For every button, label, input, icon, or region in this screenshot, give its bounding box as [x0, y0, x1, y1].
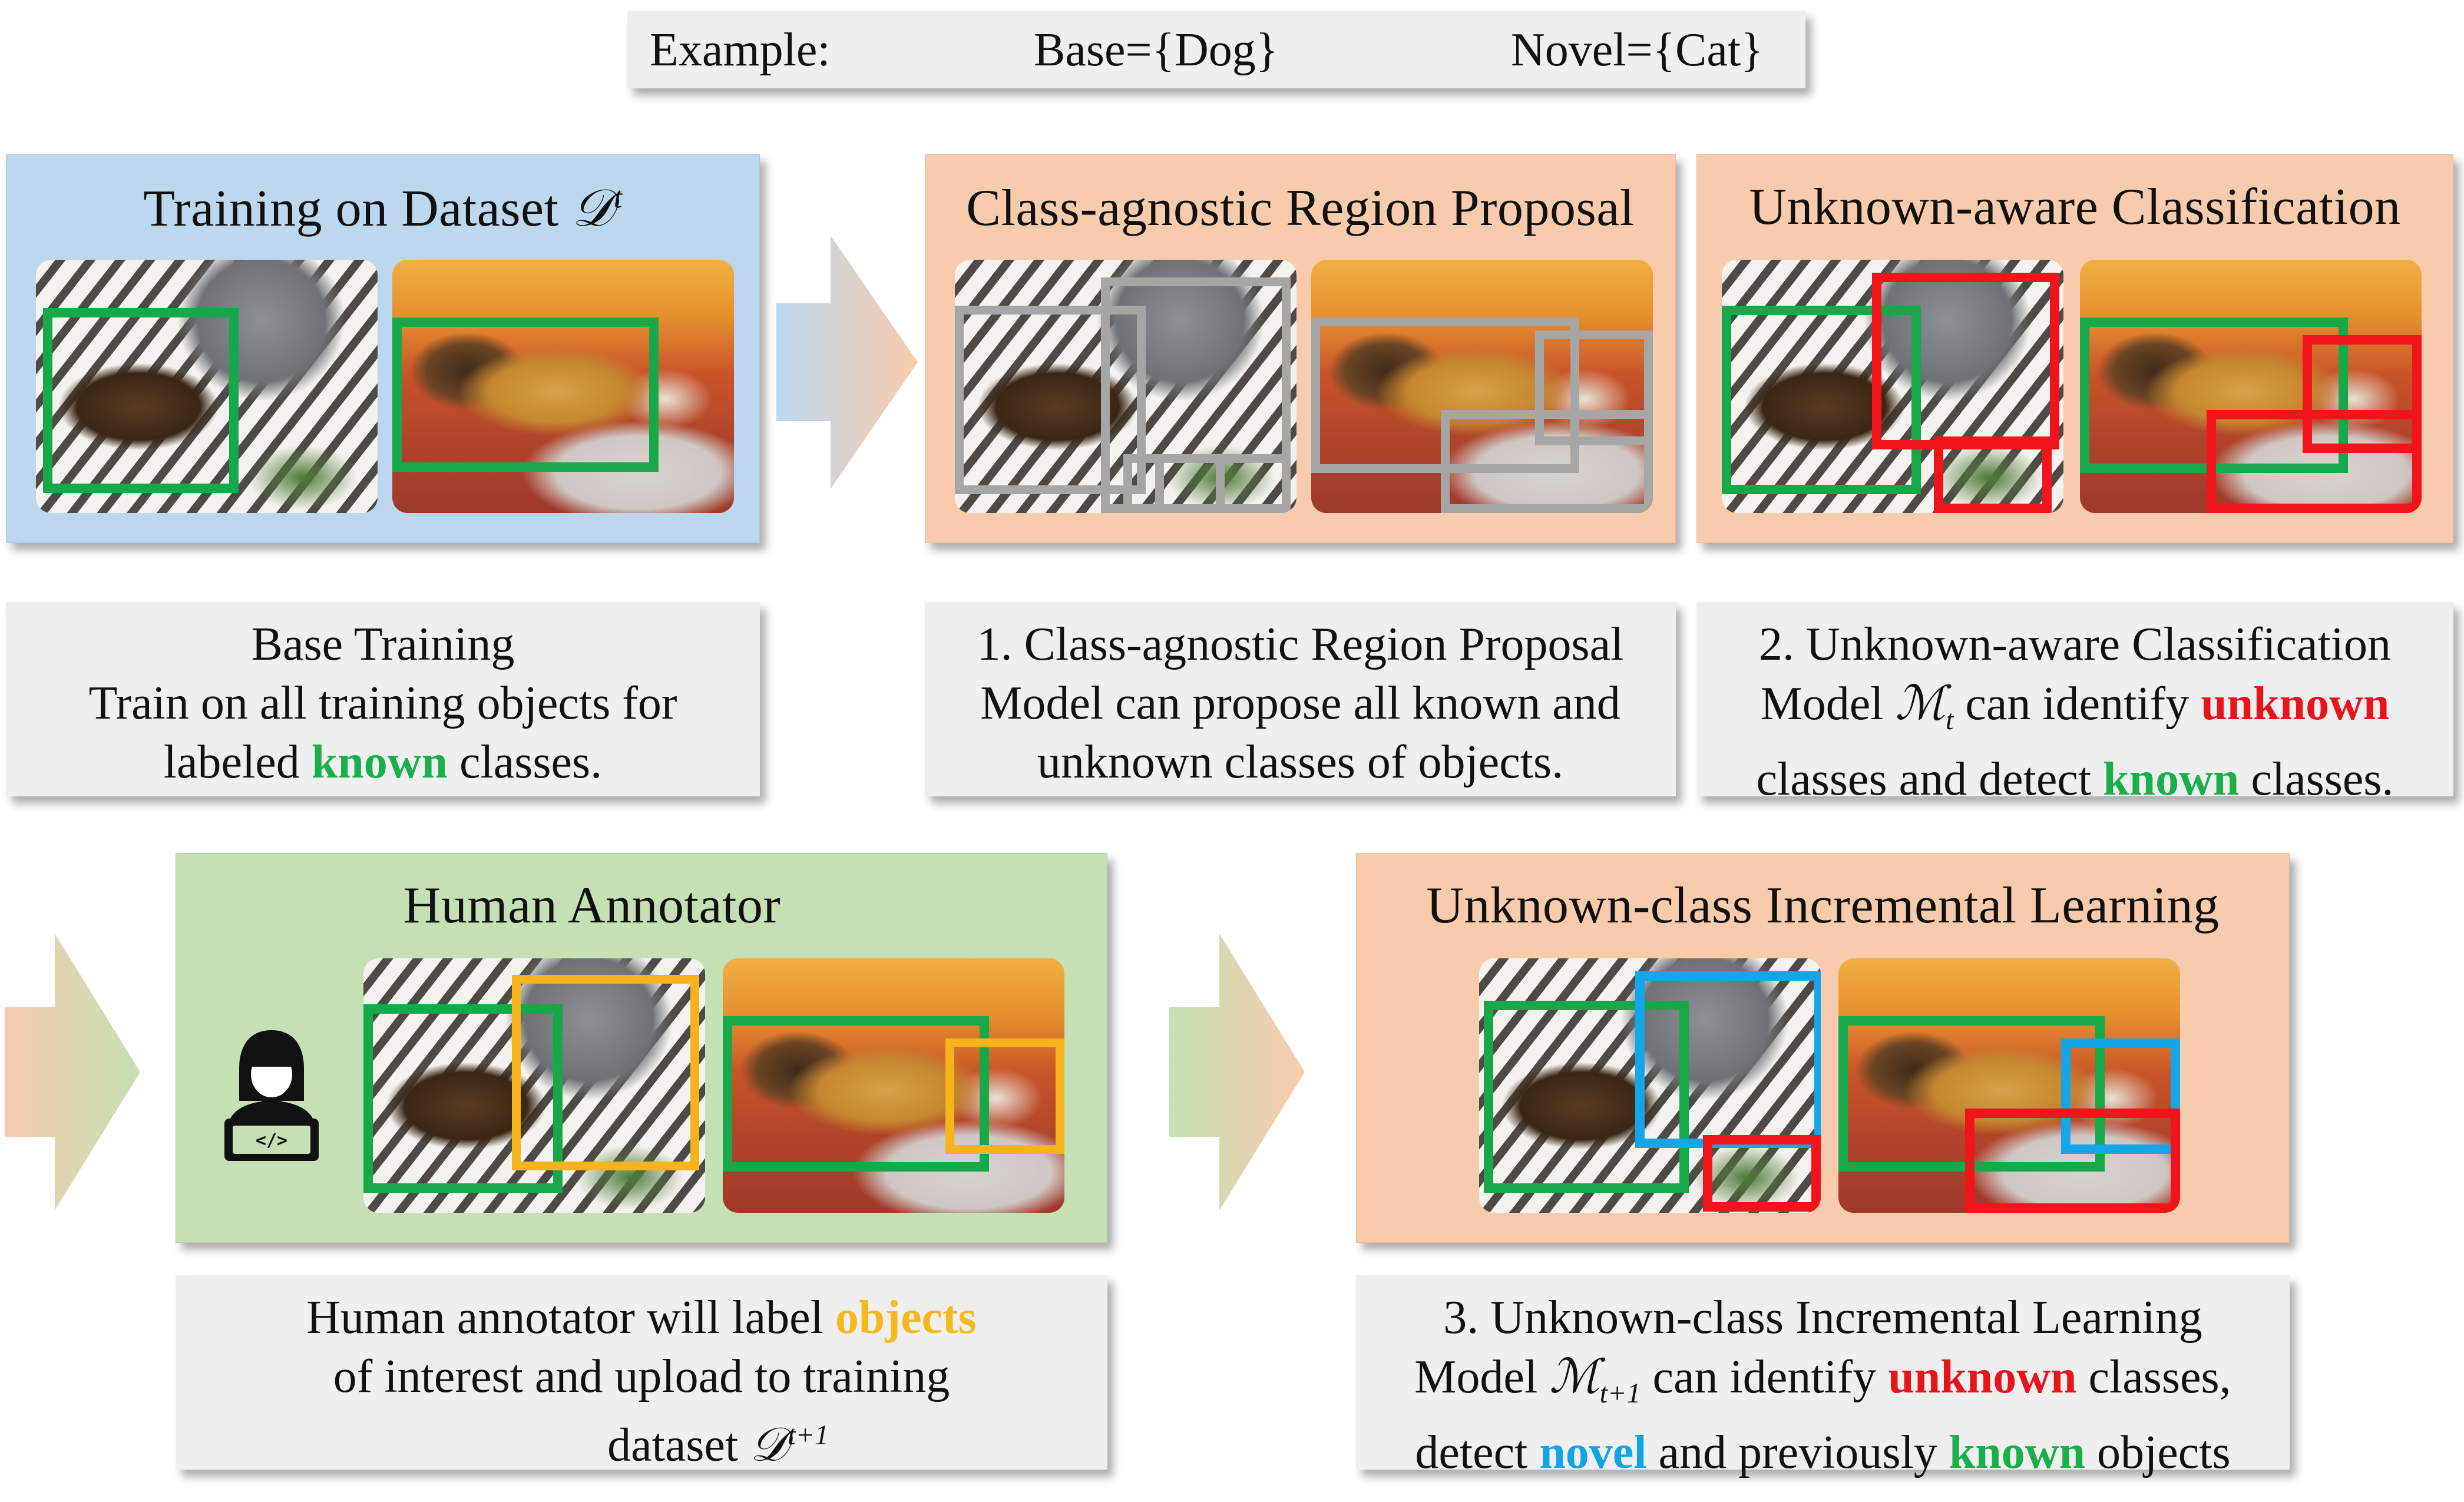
incremental-learning-title: Unknown-class Incremental Learning — [1426, 877, 2220, 934]
caption-line: dataset 𝒟t+1 — [176, 1406, 1107, 1475]
model-symbol: ℳ — [1549, 1349, 1600, 1404]
dataset-superscript: t+1 — [788, 1420, 829, 1451]
unknown-box — [1872, 273, 2059, 449]
caption-text: dataset — [607, 1419, 750, 1471]
caption-line: Model ℳt can identify unknown — [1696, 674, 2453, 750]
incremental-learning-caption: 3. Unknown-class Incremental Learning Mo… — [1356, 1275, 2290, 1478]
caption-text: Model — [1760, 678, 1896, 730]
caption-line: Train on all training objects for — [88, 677, 677, 729]
unknown-box — [1703, 1135, 1821, 1212]
flow-arrow-icon — [5, 934, 140, 1210]
region-proposal-caption: 1. Class-agnostic Region Proposal Model … — [925, 602, 1676, 796]
caption-line: Base Training — [251, 618, 515, 670]
proposal-box — [955, 306, 1146, 494]
caption-line: labeled known classes. — [6, 733, 760, 792]
human-annotator-caption: Human annotator will label objects of in… — [176, 1275, 1107, 1472]
caption-line: 1. Class-agnostic Region Proposal — [977, 618, 1624, 670]
unknown-aware-caption: 2. Unknown-aware Classification Model ℳt… — [1696, 602, 2453, 805]
photo-dog-cat-sofa — [392, 260, 734, 513]
proposal-box — [1311, 317, 1579, 473]
caption-text: can identify — [1641, 1351, 1888, 1403]
model-subscript: t+1 — [1599, 1378, 1641, 1409]
training-panel-title: Training on Dataset 𝒟t — [6, 177, 759, 239]
unknown-box — [1934, 436, 2052, 513]
dataset-superscript: t — [613, 181, 623, 215]
annotated-object-box — [945, 1038, 1064, 1154]
photo-dog-cat-window — [363, 958, 705, 1213]
unknown-box — [1965, 1109, 2180, 1213]
annotator-icon: </> — [224, 1030, 319, 1161]
photo-dog-cat-sofa — [2080, 260, 2422, 513]
known-box — [723, 1016, 989, 1172]
caption-text: labeled — [163, 736, 312, 788]
example-base: Base={Dog} — [1034, 24, 1279, 76]
human-annotator-panel: Human Annotator </> — [176, 853, 1107, 1243]
proposal-box — [1155, 454, 1291, 513]
unknown-aware-title: Unknown-aware Classification — [1749, 178, 2401, 236]
human-annotator-title: Human Annotator — [403, 877, 781, 934]
keyword-known: known — [1949, 1427, 2086, 1478]
flow-arrow-icon — [1169, 934, 1305, 1210]
known-box — [43, 308, 239, 493]
caption-text: classes and detect — [1756, 753, 2104, 805]
svg-text:</>: </> — [256, 1130, 287, 1151]
caption-text: classes. — [448, 736, 603, 788]
dataset-symbol: 𝒟 — [750, 1417, 788, 1472]
caption-line: Model can propose all known and — [980, 677, 1620, 729]
caption-text: objects — [2085, 1427, 2231, 1478]
caption-line: 2. Unknown-aware Classification — [1758, 618, 2392, 670]
caption-line: Human annotator will label objects — [176, 1288, 1107, 1347]
photo-dog-cat-window — [1722, 260, 2063, 513]
caption-line: unknown classes of objects. — [1037, 736, 1564, 788]
keyword-objects: objects — [835, 1292, 977, 1344]
annotated-object-box — [512, 975, 699, 1170]
caption-text: classes. — [2239, 753, 2394, 805]
unknown-aware-panel: Unknown-aware Classification — [1696, 154, 2453, 543]
incremental-learning-panel: Unknown-class Incremental Learning — [1356, 853, 2290, 1243]
known-box — [392, 317, 659, 472]
example-novel: Novel={Cat} — [1511, 24, 1764, 76]
photo-dog-cat-sofa — [1838, 958, 2180, 1213]
caption-text: classes, — [2076, 1351, 2231, 1403]
caption-line: of interest and upload to training — [333, 1351, 950, 1402]
model-symbol: ℳ — [1895, 676, 1946, 730]
caption-text: Human annotator will label — [306, 1292, 835, 1344]
keyword-unknown: unknown — [2201, 678, 2390, 730]
photo-dog-cat-window — [1479, 958, 1821, 1213]
keyword-known: known — [2103, 753, 2240, 805]
novel-box — [1635, 971, 1821, 1148]
training-panel: Training on Dataset 𝒟t — [6, 154, 760, 543]
base-training-caption: Base Training Train on all training obje… — [6, 602, 760, 796]
region-proposal-title: Class-agnostic Region Proposal — [966, 180, 1635, 237]
proposal-box — [1441, 410, 1653, 513]
training-title-text: Training on Dataset — [143, 180, 573, 237]
dataset-symbol: 𝒟 — [572, 177, 614, 238]
example-label: Example: — [650, 24, 831, 76]
region-proposal-panel: Class-agnostic Region Proposal — [925, 154, 1676, 543]
flow-arrow-icon — [776, 236, 918, 489]
photo-dog-cat-window — [36, 260, 378, 513]
caption-text: and previously — [1646, 1427, 1949, 1478]
photo-dog-cat-window — [955, 260, 1297, 513]
caption-line: detect novel and previously known object… — [1356, 1423, 2290, 1482]
example-banner: Example: Base={Dog} Novel={Cat} — [627, 11, 1805, 88]
unknown-box — [2207, 410, 2422, 513]
model-subscript: t — [1946, 704, 1954, 736]
keyword-known: known — [311, 736, 448, 788]
caption-text: can identify — [1953, 678, 2201, 730]
caption-text: detect — [1415, 1427, 1540, 1478]
novel-box — [2061, 1038, 2180, 1154]
caption-line: classes and detect known classes. — [1696, 750, 2453, 809]
caption-line: 3. Unknown-class Incremental Learning — [1443, 1292, 2202, 1344]
keyword-unknown: unknown — [1888, 1351, 2077, 1403]
caption-text: Model — [1414, 1351, 1550, 1403]
keyword-novel: novel — [1539, 1427, 1647, 1478]
photo-dog-cat-sofa — [1311, 260, 1653, 513]
caption-line: Model ℳt+1 can identify unknown classes, — [1356, 1347, 2290, 1423]
photo-dog-cat-sofa — [723, 958, 1064, 1213]
